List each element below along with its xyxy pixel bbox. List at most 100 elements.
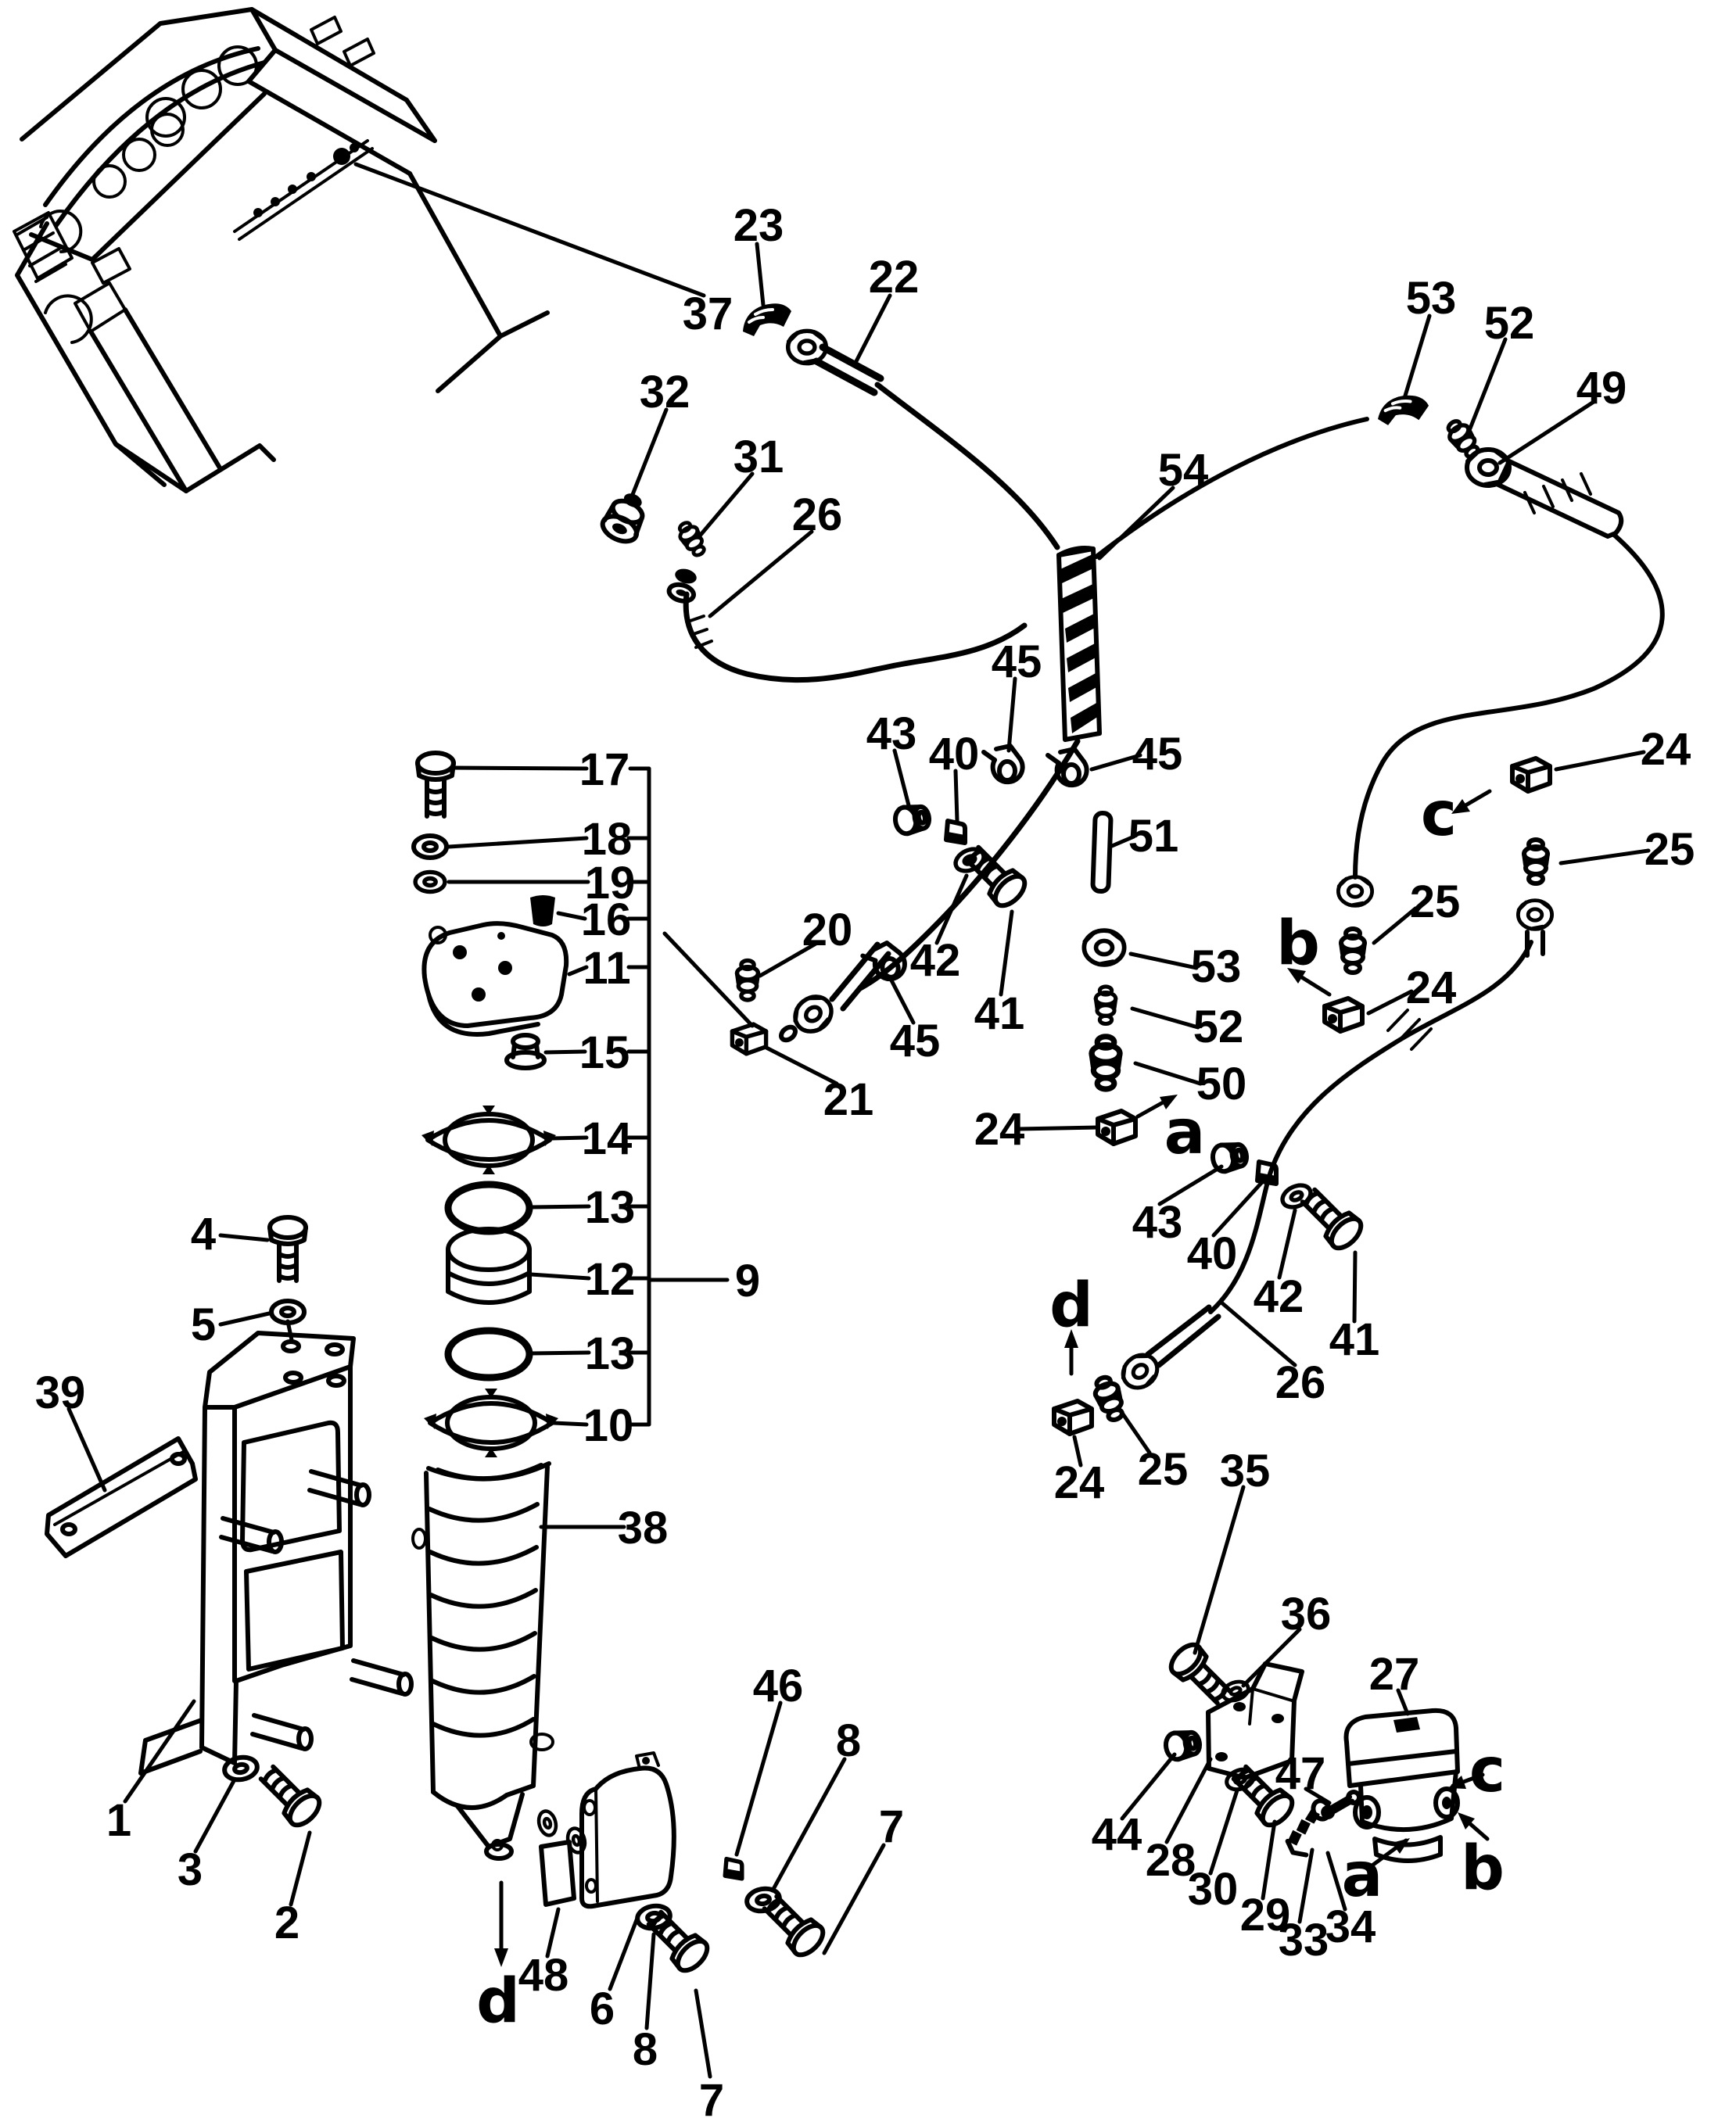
callout-46-64: 46: [753, 1661, 804, 1711]
hose-22-shaft: [812, 343, 884, 396]
part-24-square-b: [1325, 998, 1362, 1031]
hose-26-right-hatch: [1386, 1009, 1433, 1051]
callout-41-34: 41: [1329, 1314, 1380, 1365]
part-12-element: [446, 1227, 532, 1305]
callout-8-62: 8: [633, 2024, 658, 2075]
callout-50-23: 50: [1196, 1059, 1247, 1109]
callout-40-13: 40: [929, 729, 980, 779]
part-26-hose-end: [666, 568, 697, 604]
part-21-square-fitting: [732, 1024, 766, 1054]
callout-47-75: 47: [1275, 1748, 1326, 1799]
callout-33-71: 33: [1279, 1915, 1329, 1966]
part-40-clip-right: [1257, 1162, 1276, 1184]
callout-43-31: 43: [1132, 1197, 1183, 1248]
callout-37-0: 37: [683, 288, 733, 339]
part-32-sender: [600, 493, 645, 544]
callout-34-72: 34: [1325, 1901, 1376, 1952]
callout-49-9: 49: [1576, 363, 1627, 414]
callout-20-24: 20: [802, 905, 853, 955]
part-53-elbow-top: [1377, 391, 1429, 430]
part-37-sender: [333, 143, 359, 165]
callout-b-19: b: [1276, 908, 1320, 979]
callout-d-59: d: [476, 1966, 520, 2037]
callout-22-2: 22: [869, 252, 920, 303]
part-23-elbow: [743, 303, 791, 336]
part-45-clamp-a: [984, 746, 1023, 782]
connection-arrows: [494, 789, 1492, 1967]
valve-cluster: [1164, 1640, 1460, 1863]
callout-52-8: 52: [1484, 298, 1535, 349]
callout-48-60: 48: [518, 1950, 569, 2001]
callout-leader-lines: [66, 162, 1651, 2079]
part-51-pin: [1090, 810, 1114, 894]
callout-d-35: d: [1049, 1270, 1093, 1341]
callout-36-73: 36: [1281, 1589, 1332, 1640]
part-25-fitting-b: [1341, 929, 1365, 973]
part-hose-c-nut: [1518, 901, 1551, 930]
callout-35-39: 35: [1220, 1446, 1271, 1496]
callout-2-58: 2: [274, 1898, 299, 1948]
callout-40-32: 40: [1187, 1228, 1238, 1279]
callout-6-61: 6: [590, 1984, 615, 2034]
part-43-bushing-left: [893, 803, 931, 835]
part-11-cover: [421, 921, 569, 1037]
callout-31-4: 31: [733, 432, 784, 482]
callout-45-10: 45: [992, 636, 1042, 687]
hose-26-right-tube: [1145, 1304, 1221, 1368]
part-50-fitting: [1092, 1037, 1120, 1089]
callout-8-65: 8: [836, 1715, 861, 1766]
part-24-square-a: [1098, 1111, 1135, 1144]
part-hose-b-nut: [1338, 877, 1372, 906]
callout-14-46: 14: [582, 1113, 633, 1164]
part-24-square-c: [1512, 758, 1550, 791]
callout-7-66: 7: [879, 1801, 904, 1852]
callout-c-78: c: [1469, 1736, 1505, 1806]
part-24-square-d: [1054, 1401, 1092, 1434]
mounting-bracket-group: [45, 1217, 414, 1830]
callout-11-44: 11: [583, 943, 630, 994]
part-43-bushing-right: [1211, 1141, 1248, 1173]
callout-a-76: a: [1342, 1840, 1383, 1911]
callout-b-77: b: [1461, 1833, 1505, 1904]
piping-hardware: [600, 303, 1552, 1434]
callout-23-1: 23: [733, 200, 784, 251]
part-39-strip: [45, 1436, 198, 1558]
callout-29-70: 29: [1240, 1890, 1291, 1941]
callout-45-27: 45: [890, 1016, 941, 1066]
part-44-bushing: [1164, 1729, 1201, 1761]
dashboard-panel-art: [13, 7, 550, 493]
callout-7-63: 7: [699, 2075, 724, 2118]
part-19-washer: [415, 872, 445, 891]
callout-25-18: 25: [1410, 876, 1461, 927]
part-49-nut: [1467, 450, 1509, 486]
callout-9-49: 9: [735, 1256, 760, 1306]
hose-c-tube: [1525, 930, 1545, 958]
hose-to-connector: [1094, 417, 1369, 559]
callout-28-68: 28: [1146, 1835, 1196, 1886]
callout-27-74: 27: [1369, 1649, 1420, 1700]
part-46-clip: [725, 1859, 742, 1879]
part-15-grommet: [504, 1033, 547, 1070]
callout-24-15: 24: [1641, 724, 1691, 775]
part-25-fitting-d: [1091, 1374, 1128, 1423]
callout-1-56: 1: [106, 1795, 131, 1846]
callout-53-21: 53: [1191, 941, 1242, 992]
callout-10-51: 10: [583, 1400, 634, 1451]
callout-17-40: 17: [579, 744, 630, 795]
callout-41-26: 41: [974, 988, 1025, 1039]
callout-13-50: 13: [585, 1328, 636, 1379]
callout-12-48: 12: [585, 1254, 636, 1305]
hose-26-right: [1208, 940, 1533, 1314]
hose-22-lower: [857, 738, 1081, 991]
part-40-clip-left: [946, 821, 965, 843]
callout-44-67: 44: [1092, 1809, 1142, 1860]
callout-42-33: 42: [1254, 1271, 1304, 1322]
callout-4-52: 4: [191, 1209, 216, 1260]
filter-assembly: [411, 753, 569, 1861]
part-10-gasket: [424, 1389, 558, 1457]
part-14-gasket: [421, 1106, 556, 1174]
part-1-bracket: [138, 1331, 414, 1776]
hose-26-left: [683, 591, 1028, 683]
callout-15-45: 15: [579, 1027, 630, 1078]
